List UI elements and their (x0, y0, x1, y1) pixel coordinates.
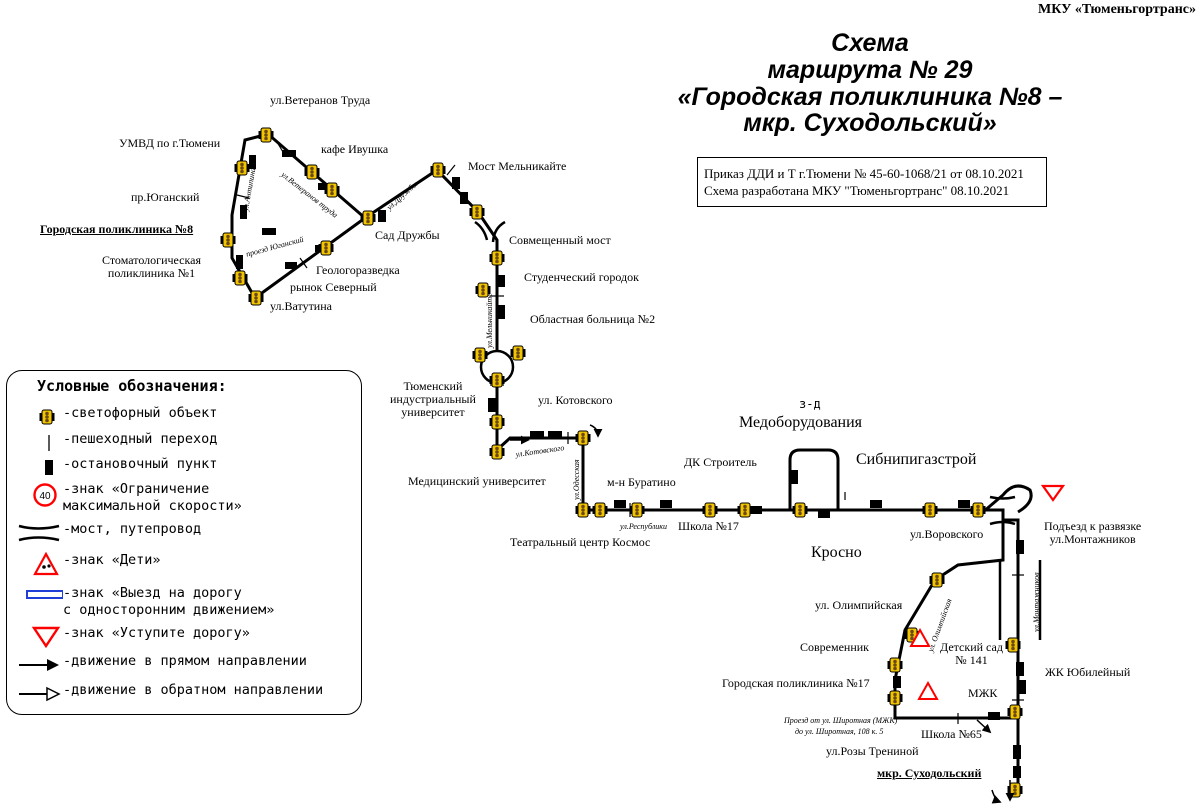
street-label: до ул. Широтная, 108 к. 5 (795, 727, 884, 736)
reverse-arrow-icon (19, 686, 61, 702)
children-sign-icon (33, 552, 59, 576)
bridge-icon (18, 524, 60, 542)
crosswalk-icon (48, 435, 50, 451)
bridge-marks (474, 220, 1042, 640)
stop-label: Областная больница №2 (530, 312, 656, 326)
stop-label: Городская поликлиника №17 (722, 676, 870, 690)
stop-label: Кросно (811, 544, 862, 561)
street-label: ул.Одесская (572, 459, 581, 500)
stop-label: Детский сад № 141 (940, 640, 1003, 667)
stop-label: ул.Ветеранов Труда (270, 93, 371, 107)
forward-arrow-icon (19, 659, 59, 671)
stop-label: Медоборудования (739, 414, 863, 431)
stop-label: ул.Розы Трениной (826, 744, 919, 758)
street-label: ул.Мельникайте (485, 293, 494, 348)
street-label: ул.Республики (620, 522, 668, 531)
organization: МКУ «Тюменьгортранс» (1038, 2, 1196, 17)
title-line-1: Схема (831, 29, 909, 57)
street-label: ул.Монтажников (1032, 572, 1041, 632)
legend-item-one-way: -знак «Выезд на дорогу с односторонним д… (13, 585, 274, 619)
legend-item-traffic-light: -светофорный объект (13, 405, 217, 429)
stop-label: з-д (799, 397, 821, 411)
stop-label: Школа №17 (678, 519, 739, 533)
bus-stop-icon (45, 460, 53, 475)
stop-label: Сад Дружбы (375, 228, 440, 242)
stop-label: Совмещенный мост (509, 233, 611, 247)
stop-label: Студенческий городок (524, 270, 639, 284)
page-title: Схема маршрута № 29 «Городская поликлини… (610, 30, 1130, 137)
stop-label: ул. Котовского (538, 393, 613, 407)
speed-limit-icon: 40 (33, 483, 57, 507)
legend-item-reverse: -движение в обратном направлении (13, 682, 323, 706)
yield-sign-icon (1040, 484, 1066, 502)
stop-label: Мост Мельникайте (468, 159, 567, 173)
legend-item-children: -знак «Дети» (13, 552, 161, 576)
stop-label: м-н Буратино (607, 475, 676, 489)
speed-limit-value: 40 (39, 491, 51, 502)
legend-item-bus-stop: -остановочный пункт (13, 456, 217, 480)
stop-label: ЖК Юбилейный (1045, 665, 1131, 679)
stop-label: ул.Ватутина (270, 299, 332, 313)
title-line-4: мкр. Суходольский» (743, 109, 997, 138)
stop-label: пр.Юганский (131, 190, 200, 204)
stop-label-terminus: мкр. Суходольский (877, 766, 982, 780)
legend: Условные обозначения: -светофорный объек… (6, 370, 362, 715)
stop-label: ДК Строитель (684, 455, 757, 469)
legend-item-speed-limit: 40 -знак «Ограничение максимальной скоро… (13, 481, 242, 515)
children-sign-icon (909, 627, 939, 700)
traffic-light-icon (39, 409, 55, 425)
stop-label: ул. Олимпийская (815, 598, 903, 612)
order-line-2: Схема разработана МКУ "Тюменьгортранс" 0… (704, 183, 1010, 198)
order-box: Приказ ДДИ и Т г.Тюмени № 45-60-1068/21 … (697, 157, 1047, 207)
stop-label: Театральный центр Космос (510, 535, 651, 549)
stop-label: УМВД по г.Тюмени (119, 136, 221, 150)
stop-label: Школа №65 (921, 727, 982, 741)
legend-title: Условные обозначения: (37, 377, 227, 395)
yield-sign-icon (31, 626, 61, 649)
stop-label: Геологоразведка (316, 263, 400, 277)
stop-label: Стоматологическая поликлиника №1 (102, 253, 201, 280)
legend-item-bridge: -мост, путепровод (13, 521, 201, 545)
street-label: Проезд от ул. Широтная (МЖК) (784, 716, 898, 725)
stop-label: Медицинский университет (408, 474, 546, 488)
direction-arrows (510, 424, 1015, 804)
legend-item-crosswalk: -пешеходный переход (13, 431, 217, 455)
stop-label-terminus: Городская поликлиника №8 (40, 222, 194, 236)
one-way-sign-icon (26, 590, 63, 599)
stop-label: ул.Воровского (910, 527, 984, 541)
stop-label: Подъезд к развязке ул.Монтажников (1044, 519, 1142, 546)
stop-label: Современник (800, 640, 870, 654)
legend-item-forward: -движение в прямом направлении (13, 653, 307, 677)
legend-item-yield: -знак «Уступите дорогу» (13, 625, 250, 649)
stop-label: Сибнипигазстрой (856, 451, 977, 468)
order-line-1: Приказ ДДИ и Т г.Тюмени № 45-60-1068/21 … (704, 166, 1024, 181)
stop-label: рынок Северный (290, 280, 377, 294)
title-line-2: маршрута № 29 (767, 55, 973, 84)
stop-label: Тюменский индустриальный университет (390, 379, 476, 419)
stop-label: кафе Ивушка (321, 142, 389, 156)
title-line-3: «Городская поликлиника №8 – (677, 82, 1063, 111)
stop-label: МЖК (968, 686, 998, 700)
